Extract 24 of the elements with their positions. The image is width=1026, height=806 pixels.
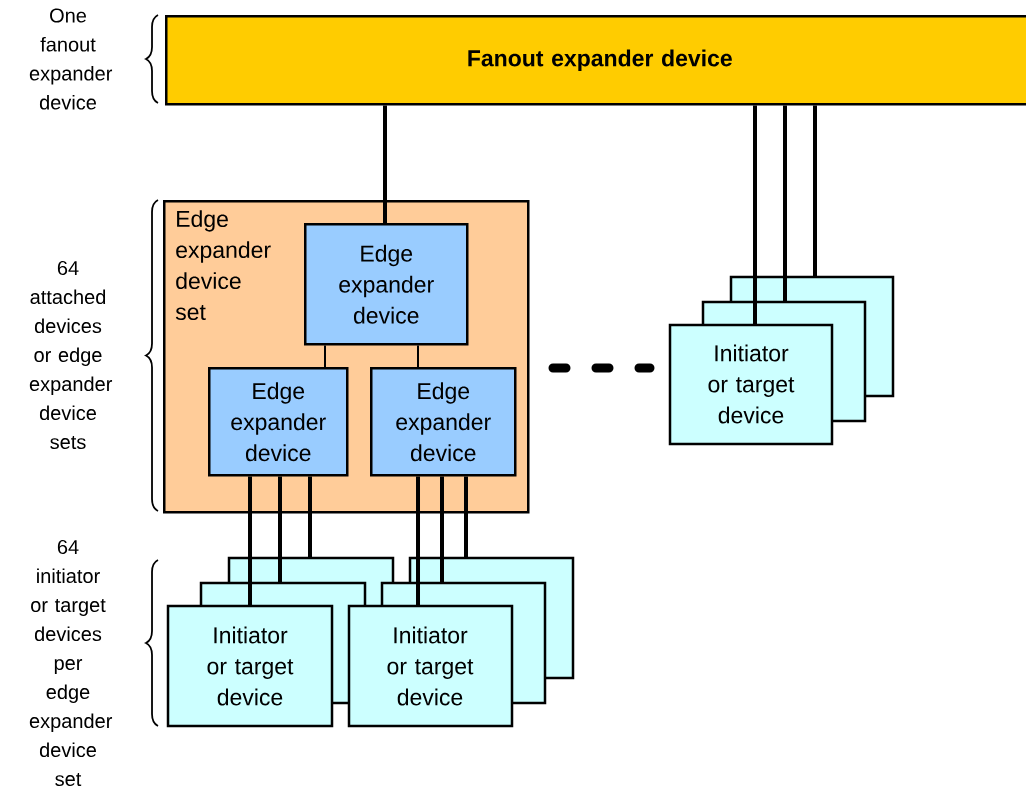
device-stack: Initiator or target device [668, 275, 895, 446]
connection-line [813, 105, 817, 277]
connection-line [278, 476, 282, 583]
node-label: device [217, 688, 283, 706]
connection-line [464, 476, 468, 558]
node-label: device [397, 688, 463, 706]
edge-expander-box: Edge expander device [304, 223, 469, 346]
bracket-label: 64 initiator or target devices per edge expander device set [29, 539, 113, 787]
edge-expander-box: Edge expander device [370, 367, 517, 477]
connection-line [416, 476, 420, 606]
connection-line [308, 476, 312, 558]
connection-line [383, 105, 387, 223]
connection-line [417, 344, 419, 368]
connection-line [440, 476, 444, 583]
device-stack: Initiator or target device [347, 556, 575, 728]
connection-line [248, 476, 252, 606]
node-label: device [718, 406, 784, 424]
bracket-label: 64 attached devices or edge expander device sets [29, 260, 113, 450]
bracket-label: One fanout expander device [29, 8, 113, 110]
fanout-expander-bar: Fanout expander device [165, 15, 1026, 106]
connection-line [753, 105, 757, 325]
edge-expander-box: Edge expander device [208, 367, 349, 477]
connection-line [324, 344, 326, 368]
connection-line [783, 105, 787, 302]
